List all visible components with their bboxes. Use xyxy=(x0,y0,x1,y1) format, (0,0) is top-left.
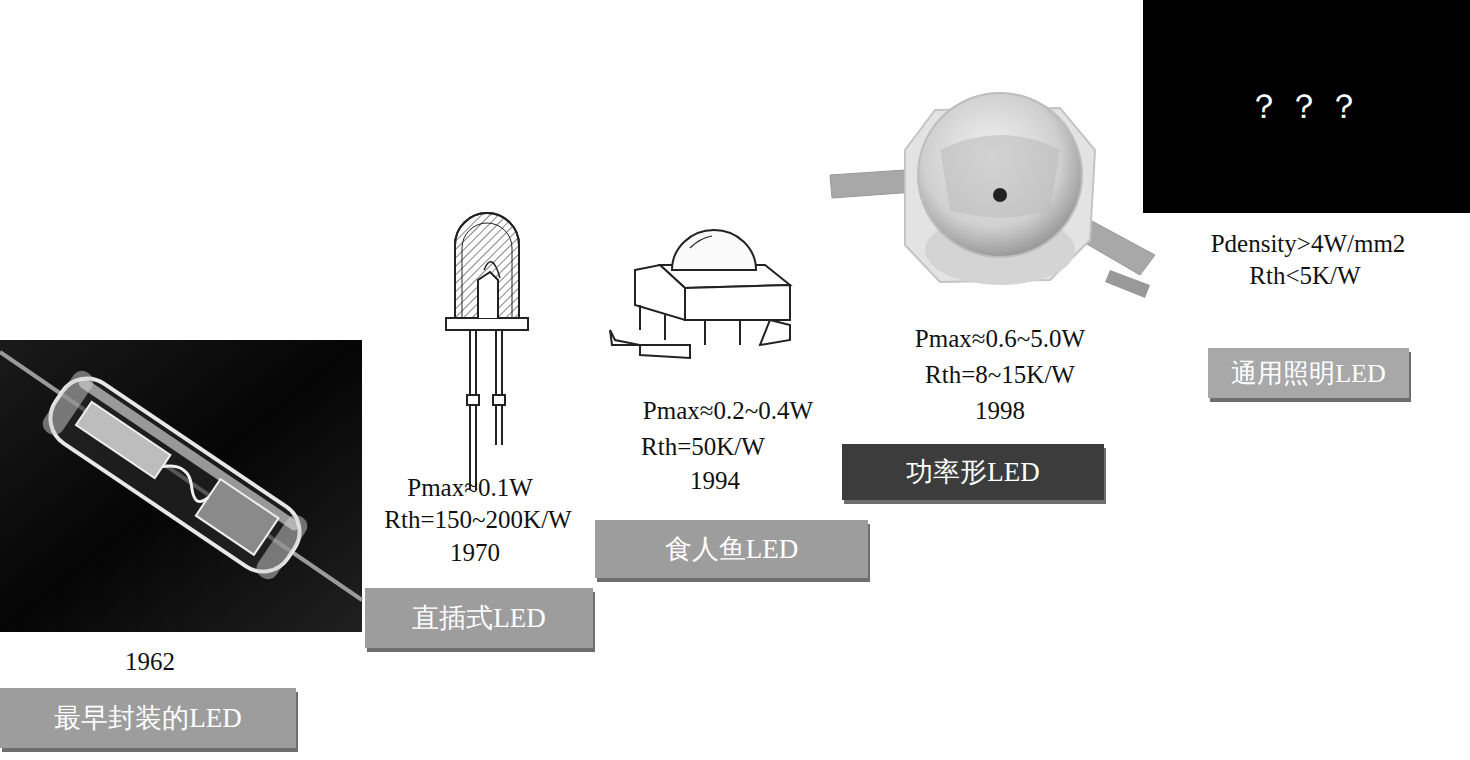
early-led-photo-part xyxy=(0,352,362,600)
spec-label: Pmax≈0.1W xyxy=(407,474,533,502)
stage-name: 直插式LED xyxy=(412,600,545,636)
through-hole-led-drawing-part xyxy=(475,330,477,490)
early-led-photo-part-part xyxy=(253,511,312,583)
stage-name: 通用照明LED xyxy=(1231,356,1386,391)
future-panel: ？？？ xyxy=(1143,0,1470,213)
piranha-led-drawing-part xyxy=(640,305,740,345)
stage-label-box: 食人鱼LED xyxy=(595,520,868,578)
year-label: 1994 xyxy=(690,467,740,495)
early-led-photo-part-part xyxy=(76,402,170,478)
spec-label: Rth=150~200K/W xyxy=(384,506,571,534)
through-hole-led-drawing-part xyxy=(493,395,505,405)
stage-label-box: 功率形LED xyxy=(842,444,1104,500)
year-label: 1970 xyxy=(450,539,500,567)
early-led-photo-part-part xyxy=(39,367,311,583)
through-hole-led-drawing-part xyxy=(455,213,519,320)
stage-name: 最早封装的LED xyxy=(54,700,241,736)
spec-label: Pmax≈0.2~0.4W xyxy=(643,397,813,425)
piranha-led-drawing-part xyxy=(635,265,685,320)
through-hole-led-drawing-part xyxy=(478,272,498,318)
through-hole-led-drawing-part xyxy=(495,330,497,445)
early-led-photo-part-part xyxy=(196,479,279,555)
year-label: 1998 xyxy=(975,397,1025,425)
spec-label: Rth<5K/W xyxy=(1249,262,1360,290)
early-led-photo-part-part xyxy=(77,376,301,532)
power-led-drawing-part xyxy=(918,93,1082,257)
through-hole-led-drawing-part xyxy=(446,318,528,330)
through-hole-led-drawing-part xyxy=(467,395,479,405)
power-led-drawing-part xyxy=(1105,270,1150,298)
stage-label-box: 通用照明LED xyxy=(1208,348,1409,398)
through-hole-led-drawing-part xyxy=(455,213,519,320)
through-hole-led-drawing-part xyxy=(462,223,512,320)
power-led-drawing-part xyxy=(993,188,1007,202)
spec-label: Rth=50K/W xyxy=(641,433,765,461)
power-led-drawing-part xyxy=(830,170,915,198)
piranha-led-drawing-part xyxy=(690,236,712,248)
early-led-photo xyxy=(0,340,362,632)
spec-label: Rth=8~15K/W xyxy=(925,361,1075,389)
spec-label: Pdensity>4W/mm2 xyxy=(1211,230,1406,258)
stage-label-box: 最早封装的LED xyxy=(0,688,296,748)
piranha-led-drawing-part xyxy=(610,330,690,358)
year-label: 1962 xyxy=(125,648,175,676)
early-led-photo-part xyxy=(39,367,311,583)
stage-name: ？？？ xyxy=(1247,84,1367,130)
piranha-led-drawing-part xyxy=(672,230,756,270)
piranha-led-drawing-part xyxy=(685,285,790,320)
power-led-drawing xyxy=(830,93,1155,298)
through-hole-led-drawing-part xyxy=(501,330,503,445)
power-led-drawing-part xyxy=(940,135,1060,218)
early-led-photo-part-part xyxy=(39,367,98,439)
stage-label-box: 直插式LED xyxy=(365,588,593,648)
piranha-led-drawing-part xyxy=(760,320,790,345)
piranha-led-drawing xyxy=(610,230,790,358)
stage-name: 功率形LED xyxy=(906,454,1039,490)
through-hole-led-drawing-part xyxy=(484,262,500,278)
early-led-photo-part-part xyxy=(158,459,214,505)
spec-label: Pmax≈0.6~5.0W xyxy=(915,325,1085,353)
through-hole-led-drawing-part xyxy=(469,330,471,490)
early-led-photo-part xyxy=(0,340,362,632)
stage-name: 食人鱼LED xyxy=(665,531,798,567)
through-hole-led-drawing xyxy=(446,213,528,490)
